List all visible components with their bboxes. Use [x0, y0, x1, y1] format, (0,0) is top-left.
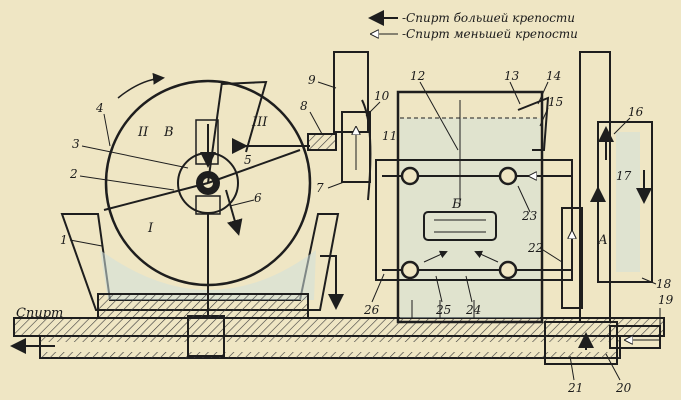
pipe-9	[307, 51, 372, 201]
right-columns	[561, 51, 660, 350]
zone-I: I	[147, 221, 154, 236]
callout-7: 7	[316, 181, 324, 195]
callout-21: 21	[567, 381, 583, 395]
drain-pipe	[320, 255, 337, 300]
callout-10: 10	[374, 89, 390, 103]
callout-6: 6	[254, 191, 262, 205]
callout-16: 16	[628, 105, 644, 119]
callout-2: 2	[69, 167, 78, 181]
callout-24: 24	[465, 303, 481, 317]
zone-A: А	[597, 233, 608, 248]
callout-8: 8	[300, 99, 308, 113]
callouts: 1 2 3 4 5 6 7 8 9 10 11 12 13 14 15 16 1…	[60, 69, 674, 395]
callout-15: 15	[548, 95, 563, 109]
trough	[60, 213, 340, 319]
callout-20: 20	[615, 381, 632, 395]
main-vessel	[375, 90, 573, 324]
callout-22: 22	[527, 241, 543, 255]
zone-II: II	[137, 125, 149, 140]
zone-III: III	[251, 115, 268, 130]
callout-19: 19	[658, 293, 674, 307]
callout-26: 26	[363, 303, 380, 317]
legend: -Спирт большей крепости -Спирт меньшей к…	[368, 10, 578, 41]
zone-B: В	[163, 125, 174, 140]
callout-14: 14	[546, 69, 561, 83]
callout-3: 3	[72, 137, 80, 151]
base-plate	[13, 315, 665, 365]
legend-weak-label: -Спирт меньшей крепости	[402, 27, 578, 41]
zone-Б: Б	[451, 197, 462, 212]
callout-25: 25	[435, 303, 451, 317]
callout-11: 11	[382, 129, 397, 143]
outlet-label: Спирт	[16, 306, 63, 321]
callout-13: 13	[504, 69, 520, 83]
legend-strong-label: -Спирт большей крепости	[402, 11, 575, 25]
rotary-drum	[103, 72, 312, 318]
callout-23: 23	[521, 209, 538, 223]
callout-17: 17	[616, 169, 632, 183]
callout-18: 18	[656, 277, 672, 291]
callout-4: 4	[95, 101, 104, 115]
callout-5: 5	[244, 153, 252, 167]
callout-1: 1	[60, 233, 68, 247]
callout-12: 12	[410, 69, 425, 83]
callout-9: 9	[308, 73, 316, 87]
